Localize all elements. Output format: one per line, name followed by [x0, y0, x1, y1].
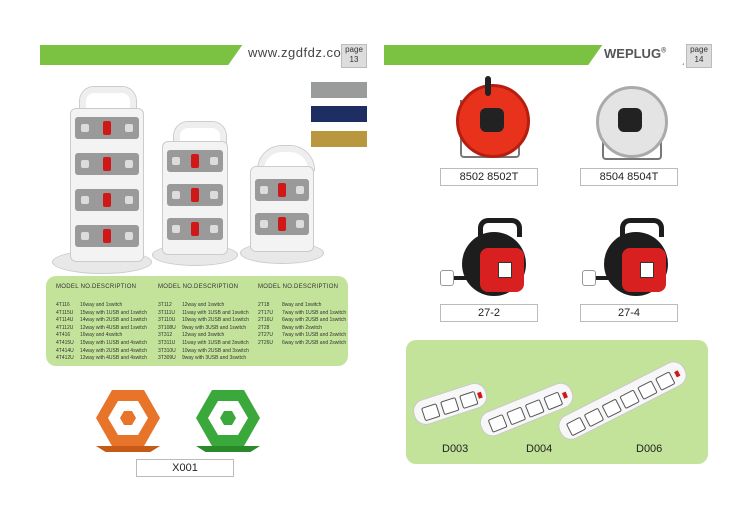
table-cell-model: 3T310U: [158, 347, 176, 354]
table-cell-model: 2T26U: [258, 340, 274, 346]
table-cell-description: 12way with 4USB and 1switch: [80, 324, 147, 331]
brand-mark: ®: [661, 47, 667, 55]
table-header-model-3: MODEL NO.: [258, 284, 295, 290]
model-table-panel: [46, 276, 348, 366]
hex-product-label: X001: [136, 459, 234, 477]
table-cell-description: 12way with 4USB and 4switch: [80, 355, 147, 362]
page-label: page: [345, 45, 363, 54]
table-cell-description: 14way with 2USB and 4switch: [80, 347, 147, 354]
table-cell-model: 3T311U: [158, 340, 176, 346]
table-header-desc-2: DESCRIPTION: [194, 284, 239, 290]
brand-name: WEPLUG: [604, 46, 662, 61]
table-cell-model: 2T18: [258, 302, 270, 308]
table-cell-model: 4T112U: [56, 324, 74, 331]
color-swatch-gray: [311, 82, 367, 98]
table-cell-model: 3T112: [158, 302, 172, 308]
table-cell-model: 2T16U: [258, 317, 274, 324]
reel-label-8502: 8502 8502T: [440, 168, 538, 186]
page-number-box-right: page 14: [686, 44, 712, 68]
table-cell-description: 9way with 3USB and 1switch: [182, 324, 247, 331]
table-cell-description: 6way with 2USB and 2switch: [282, 340, 347, 346]
table-header-desc-3: DESCRIPTION: [294, 284, 339, 290]
table-cell-model: 3T309U: [158, 355, 176, 362]
table-cell-description: 16way and 4switch: [80, 332, 123, 339]
page-number: 14: [694, 55, 704, 64]
color-swatch-navy: [311, 106, 367, 122]
table-cell-description: 12way and 3switch: [182, 332, 225, 339]
table-cell-description: 7way with 1USB and 2switch: [282, 332, 347, 339]
table-cell-model: 2T17U: [258, 309, 274, 316]
strip-label-d003: D003: [442, 443, 469, 455]
table-cell-model: 2T27U: [258, 332, 274, 339]
cable-reel-label-27-4: 27-4: [580, 304, 678, 322]
table-cell-description: 9way with 3USB and 3switch: [182, 355, 247, 362]
table-cell-description: 7way with 1USB and 1switch: [282, 309, 347, 316]
table-cell-model: 4T116: [56, 302, 70, 308]
strip-label-d006: D006: [636, 443, 663, 455]
table-cell-description: 14way with 2USB and 1switch: [80, 317, 147, 324]
table-header-desc-1: DESCRIPTION: [92, 284, 137, 290]
table-cell-description: 12way and 1switch: [182, 302, 225, 308]
page-number: 13: [349, 55, 359, 64]
page-number-box-left: page 13: [341, 44, 367, 68]
table-cell-description: 11way with 1USB and 1switch: [182, 309, 249, 316]
table-header-model-1: MODEL NO.: [56, 284, 93, 290]
reel-label-8504: 8504 8504T: [580, 168, 678, 186]
table-cell-model: 4T415U: [56, 340, 74, 346]
table-cell-model: 4T412U: [56, 355, 74, 362]
strip-label-d004: D004: [526, 443, 553, 455]
table-cell-description: 15way with 1USB and 4switch: [80, 340, 147, 346]
table-cell-description: 15way with 1USB and 1switch: [80, 309, 147, 316]
table-cell-model: 4T416: [56, 332, 71, 339]
color-swatch-gold: [311, 131, 367, 147]
table-cell-description: 10way with 2USB and 1switch: [182, 317, 249, 324]
table-cell-model: 4T414U: [56, 347, 74, 354]
table-cell-description: 8way with 2switch: [282, 324, 323, 331]
table-header-model-2: MODEL NO.: [158, 284, 195, 290]
table-cell-description: 8way and 1switch: [282, 302, 322, 308]
brand-logo: WEPLUG®: [604, 46, 666, 61]
table-cell-model: 2T28: [258, 324, 270, 331]
table-cell-description: 10way with 2USB and 3switch: [182, 347, 249, 354]
table-cell-description: 6way with 2USB and 1switch: [282, 317, 347, 324]
website-url[interactable]: www.zgdfdz.com: [248, 45, 353, 60]
table-cell-model: 3T111U: [158, 309, 176, 316]
table-cell-model: 3T312: [158, 332, 173, 339]
table-cell-description: 16way and 1switch: [80, 302, 123, 308]
table-cell-description: 11way with 1USB and 3switch: [182, 340, 249, 346]
cable-reel-label-27-2: 27-2: [440, 304, 538, 322]
table-cell-model: 3T108U: [158, 324, 176, 331]
table-cell-model: 4T114U: [56, 317, 74, 324]
page-label: page: [690, 45, 708, 54]
table-cell-model: 3T110U: [158, 317, 176, 324]
table-cell-model: 4T115U: [56, 309, 74, 316]
